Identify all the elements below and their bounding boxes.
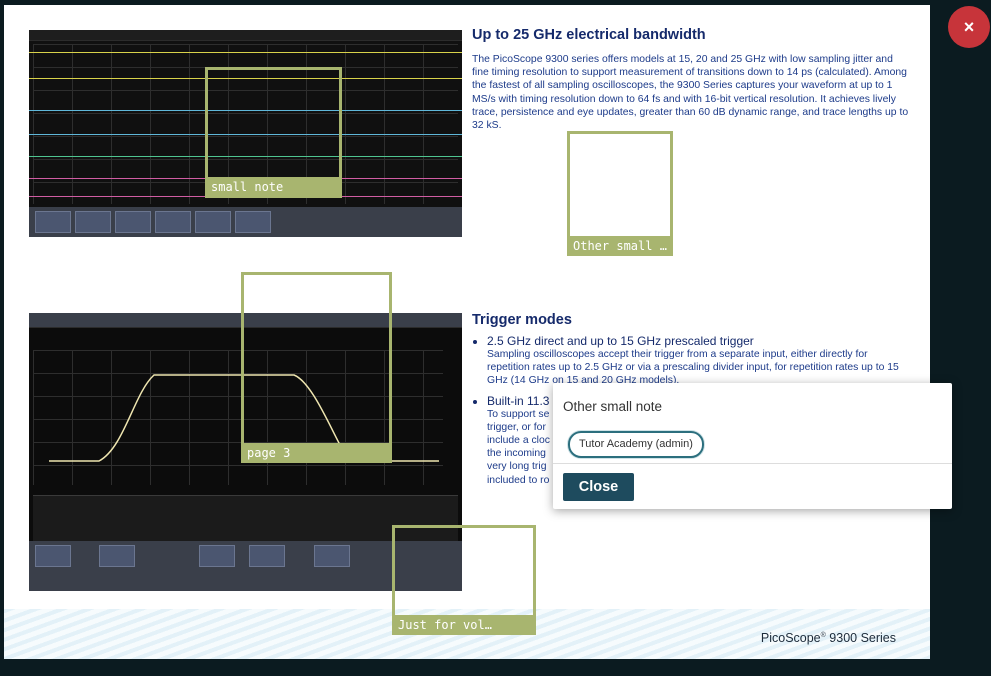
- author-chip[interactable]: Tutor Academy (admin): [568, 431, 704, 458]
- section-bandwidth: Up to 25 GHz electrical bandwidth The Pi…: [472, 27, 912, 132]
- section-body: The PicoScope 9300 series offers models …: [472, 54, 909, 132]
- note-label-3[interactable]: page 3: [241, 443, 392, 463]
- measurement-table: [33, 495, 458, 544]
- list-item-title: 2.5 GHz direct and up to 15 GHz prescale…: [487, 334, 754, 348]
- list-item: Built-in 11.3 To support se trigger, or …: [487, 394, 912, 487]
- close-icon[interactable]: ×: [948, 6, 990, 48]
- rise-fall-waveform: [49, 374, 439, 462]
- list-item-body: To support se trigger, or for include a …: [487, 408, 550, 486]
- note-frame-3[interactable]: [241, 272, 392, 463]
- scope-toolbar: [29, 313, 462, 328]
- note-label-2[interactable]: Other small …: [567, 236, 673, 256]
- scope-toolbar: [29, 30, 462, 41]
- section-heading: Trigger modes: [472, 312, 572, 328]
- popup-title: Other small note: [563, 399, 663, 414]
- section-trigger: Trigger modes 2.5 GHz direct and up to 1…: [472, 312, 912, 493]
- section-heading: Up to 25 GHz electrical bandwidth: [472, 27, 706, 43]
- list-item-title: Built-in 11.3: [487, 393, 550, 408]
- oscilloscope-screenshot-1: [29, 30, 462, 237]
- footer-brand: PicoScope® 9300 Series: [760, 631, 896, 645]
- list-item: 2.5 GHz direct and up to 15 GHz prescale…: [487, 334, 912, 388]
- list-item-body: Sampling oscilloscopes accept their trig…: [487, 349, 899, 387]
- scope-control-panel: [29, 207, 462, 237]
- note-label-1[interactable]: small note: [205, 177, 342, 197]
- note-label-4[interactable]: Just for vol…: [392, 615, 536, 635]
- popup-divider: [553, 463, 952, 464]
- note-popup: Other small note Tutor Academy (admin) C…: [553, 383, 952, 509]
- close-button[interactable]: Close: [563, 473, 634, 501]
- scope-control-panel: [29, 541, 462, 591]
- document-page: Up to 25 GHz electrical bandwidth The Pi…: [4, 5, 930, 659]
- trigger-list: 2.5 GHz direct and up to 15 GHz prescale…: [472, 334, 912, 487]
